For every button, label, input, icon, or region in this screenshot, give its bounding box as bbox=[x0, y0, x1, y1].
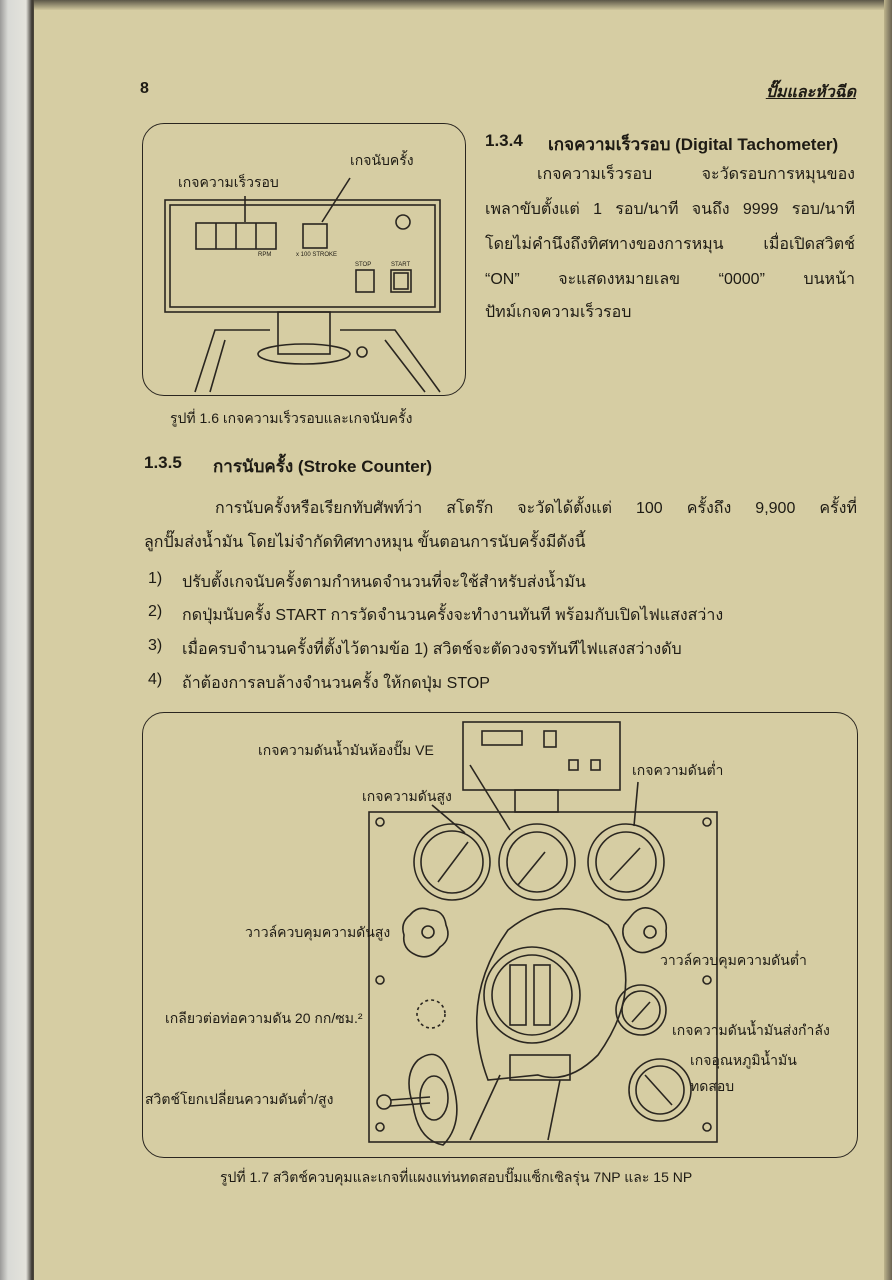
paragraph-line: เกจความเร็วรอบ จะวัดรอบการหมุนของ bbox=[537, 166, 855, 183]
label-stop: STOP bbox=[355, 262, 372, 268]
label-oil-temp-gauge-2: ทดสอบ bbox=[690, 1078, 735, 1094]
label-stroke-counter: เกจนับครั้ง bbox=[350, 152, 414, 168]
step-text: กดปุ่มนับครั้ง START การวัดจำนวนครั้งจะท… bbox=[182, 607, 724, 624]
step-text: ถ้าต้องการลบล้างจำนวนครั้ง ให้กดปุ่ม STO… bbox=[182, 675, 490, 692]
label-low-pressure-gauge: เกจความดันต่ำ bbox=[632, 762, 724, 778]
label-low-pressure-valve: วาวล์ควบคุมความดันต่ำ bbox=[660, 952, 807, 968]
label-start: START bbox=[391, 262, 411, 268]
figure-1-6-caption: รูปที่ 1.6 เกจความเร็วรอบและเกจนับครั้ง bbox=[170, 410, 413, 426]
label-high-pressure-valve: วาวล์ควบคุมความดันสูง bbox=[245, 924, 391, 940]
paragraph-line: เพลาขับตั้งแต่ 1 รอบ/นาที จนถึง 9999 รอบ… bbox=[485, 201, 855, 218]
label-oil-temp-gauge: เกจอุณหภูมิน้ำมัน bbox=[690, 1052, 797, 1068]
figure-1-7-frame bbox=[142, 712, 858, 1158]
section-1-3-4-title: เกจความเร็วรอบ (Digital Tachometer) bbox=[548, 135, 839, 154]
label-pressure-thread: เกลียวต่อท่อความดัน 20 กก/ซม.² bbox=[165, 1010, 363, 1026]
label-rpm: RPM bbox=[258, 252, 272, 258]
label-high-pressure-gauge: เกจความดันสูง bbox=[362, 788, 452, 804]
label-ve-pressure-gauge: เกจความดันน้ำมันห้องปั๊ม VE bbox=[258, 742, 434, 758]
paragraph-line: การนับครั้งหรือเรียกทับศัพท์ว่า สโตร๊ก จ… bbox=[215, 500, 857, 517]
page-binding-edge bbox=[0, 0, 34, 1280]
step-number: 2) bbox=[148, 603, 163, 620]
paragraph-line: ปัทม์เกจความเร็วรอบ bbox=[485, 304, 632, 321]
step-number: 3) bbox=[148, 637, 163, 654]
running-title: ปั๊มและหัวฉีด bbox=[765, 84, 856, 101]
step-number: 4) bbox=[148, 671, 163, 688]
paragraph-line: โดยไม่คำนึงถึงทิศทางของการหมุน เมื่อเปิด… bbox=[485, 236, 855, 253]
section-1-3-5-title: การนับครั้ง (Stroke Counter) bbox=[213, 457, 433, 476]
figure-1-6-frame bbox=[142, 123, 466, 396]
label-stroke: x 100 STROKE bbox=[296, 252, 338, 258]
label-feed-pressure-gauge: เกจความดันน้ำมันส่งกำลัง bbox=[672, 1022, 830, 1038]
step-text: เมื่อครบจำนวนครั้งที่ตั้งไว้ตามข้อ 1) สว… bbox=[182, 641, 682, 658]
label-pressure-switch: สวิตช์โยกเปลี่ยนความดันต่ำ/สูง bbox=[145, 1091, 334, 1107]
paragraph-line: “ON” จะแสดงหมายเลข “0000” บนหน้า bbox=[485, 271, 855, 288]
page-top-shadow bbox=[34, 0, 892, 10]
section-1-3-5-number: 1.3.5 bbox=[144, 453, 182, 472]
page-right-shadow bbox=[884, 0, 892, 1280]
paragraph-line: ลูกปั๊มส่งน้ำมัน โดยไม่จำกัดทิศทางหมุน ข… bbox=[144, 534, 586, 551]
figure-1-7-caption: รูปที่ 1.7 สวิตช์ควบคุมและเกจที่แผงแท่นท… bbox=[220, 1169, 693, 1185]
label-tachometer: เกจความเร็วรอบ bbox=[178, 174, 279, 190]
step-number: 1) bbox=[148, 570, 163, 587]
step-text: ปรับตั้งเกจนับครั้งตามกำหนดจำนวนที่จะใช้… bbox=[182, 574, 586, 591]
page-number: 8 bbox=[140, 80, 149, 97]
section-1-3-4-number: 1.3.4 bbox=[485, 131, 523, 150]
